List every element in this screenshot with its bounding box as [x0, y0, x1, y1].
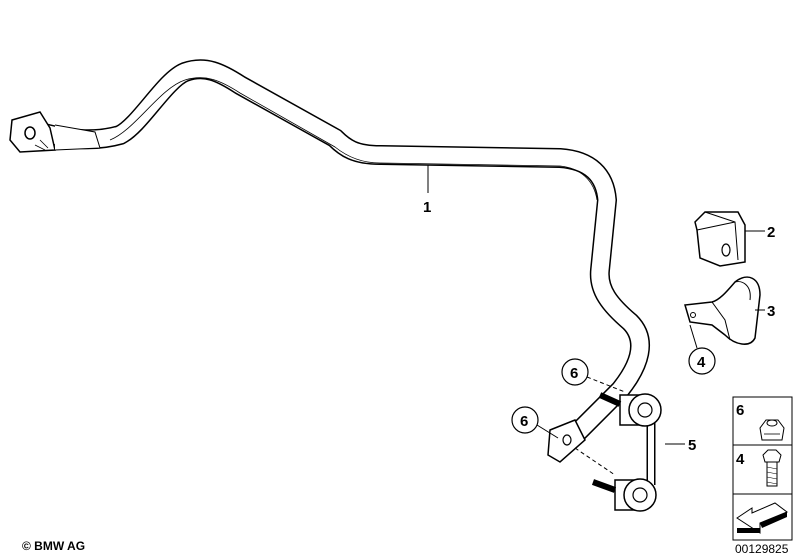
callout-4-circle: [688, 347, 716, 375]
stabilizer-bar[interactable]: [30, 59, 650, 455]
collar-nut-icon: [759, 419, 785, 441]
link[interactable]: [591, 392, 662, 512]
callout-1[interactable]: 1: [423, 199, 431, 216]
direction-arrow-icon: [736, 502, 789, 534]
torx-bolt-icon: [762, 449, 782, 487]
copyright: © BMW AG: [22, 539, 85, 553]
legend-number-6: 6: [736, 402, 744, 419]
diagram-id: 00129825: [735, 542, 789, 556]
callout-5[interactable]: 5: [688, 437, 696, 454]
bar-end-right: [547, 419, 586, 463]
legend-number-4: 4: [736, 451, 745, 468]
legend-box: 6 4: [732, 396, 793, 541]
callout-6-lower[interactable]: 6: [520, 413, 528, 430]
callout-2[interactable]: 2: [767, 224, 775, 241]
leader-lines: [427, 165, 765, 476]
callout-6-upper-circle: [561, 358, 589, 386]
callout-6-upper[interactable]: 6: [570, 365, 578, 382]
bar-end-left: [9, 111, 101, 153]
callout-3[interactable]: 3: [767, 303, 775, 320]
bracket[interactable]: [684, 276, 761, 345]
rubber-mounting[interactable]: [694, 211, 746, 267]
callout-6-lower-circle: [511, 406, 539, 434]
callout-4[interactable]: 4: [697, 354, 706, 371]
